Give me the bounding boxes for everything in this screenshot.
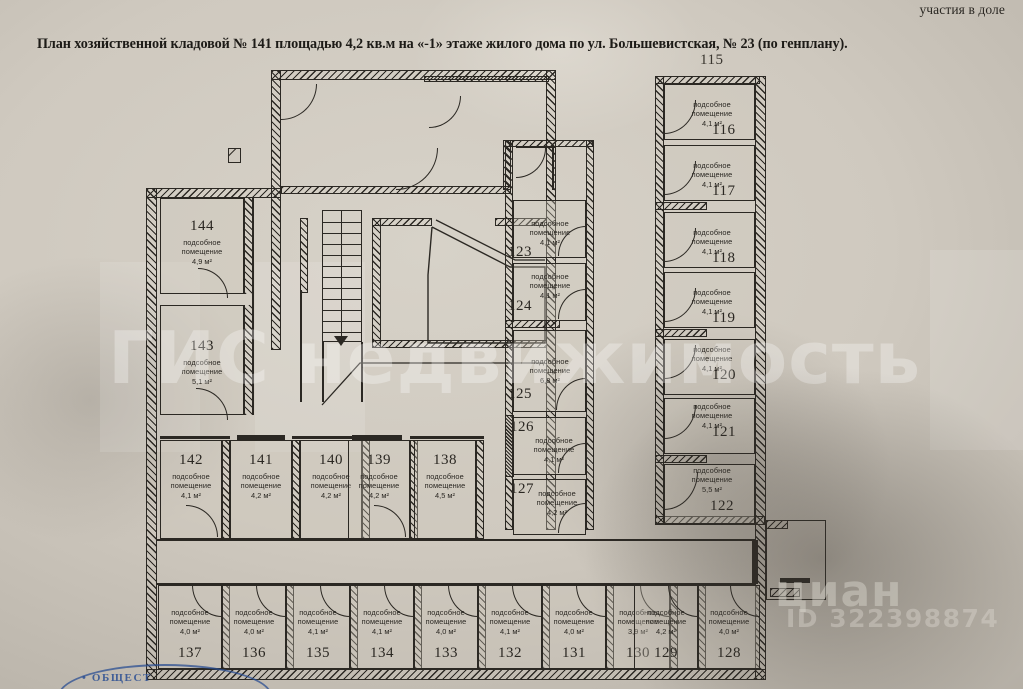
door-arc-lobby-2 — [396, 148, 438, 190]
stair-landing-wall-top-r — [495, 218, 547, 226]
interior-wall-top-seg — [424, 76, 549, 82]
stair-rail — [322, 342, 324, 402]
exterior-wall-top-left — [146, 188, 281, 198]
exit-wall-bottom — [770, 588, 800, 597]
interior-wall-upper-left — [271, 70, 281, 350]
exterior-wall-bottom — [146, 669, 766, 680]
room-134 — [350, 585, 414, 669]
exterior-wall-top-right — [655, 76, 760, 84]
interior-wall-mid-col-right — [586, 140, 594, 530]
room-137 — [158, 585, 222, 669]
room-138 — [414, 440, 476, 539]
midrow-wall-top-c — [410, 436, 484, 439]
door-frame-lobby — [516, 146, 556, 148]
exterior-wall-right — [755, 76, 766, 680]
exterior-wall-left — [146, 188, 157, 680]
ramp-outline — [427, 219, 546, 344]
exit-vestibule — [766, 520, 826, 600]
door-jamb-lobby — [552, 146, 554, 190]
exit-wall-top — [766, 520, 788, 529]
room-139-top-wall — [352, 435, 402, 440]
stair-landing-wall-top — [372, 218, 432, 226]
wall-between-124-125 — [505, 320, 560, 328]
wall-between-119-120 — [655, 329, 707, 337]
corridor-wall-bottom — [157, 583, 755, 586]
interior-wall-upper-right — [546, 70, 556, 530]
exit-door-leaf — [752, 540, 758, 584]
door-arc-lobby-4 — [516, 148, 546, 178]
stair-direction-arrow — [334, 336, 348, 346]
room-141-top-wall — [237, 435, 285, 440]
ramp-edge — [300, 290, 302, 402]
room-141-wall-right — [292, 440, 300, 539]
room-142-wall-right — [222, 440, 230, 539]
wall-left-126 — [505, 415, 514, 477]
stair-landing-wall-bottom — [372, 340, 547, 348]
ramp-outline-lower — [321, 362, 545, 406]
room-138-wall-right — [476, 440, 484, 539]
ramp-wall — [300, 218, 308, 293]
door-arc-lobby-3 — [429, 96, 461, 128]
cut-off-header-text: участия в доле — [919, 2, 1005, 17]
room-115-number: 115 — [700, 52, 724, 68]
corridor-wall-top — [157, 539, 755, 542]
midrow-wall-top-a — [160, 436, 230, 439]
wall-between-117-118 — [655, 202, 707, 210]
room-140 — [300, 440, 362, 539]
page-title: План хозяйственной кладовой № 141 площад… — [37, 36, 848, 52]
interior-wall-right-wing-bottom — [655, 516, 765, 525]
midrow-wall-top-b — [292, 436, 352, 439]
plan-marker-icon — [228, 148, 241, 163]
room-141 — [230, 440, 292, 539]
corridor-edge-left — [252, 198, 254, 414]
door-arc-lobby-1 — [281, 84, 317, 120]
wall-between-121-122 — [655, 455, 707, 463]
exit-step — [780, 578, 810, 583]
staircase — [322, 210, 362, 343]
stair-rail-2 — [361, 342, 363, 402]
